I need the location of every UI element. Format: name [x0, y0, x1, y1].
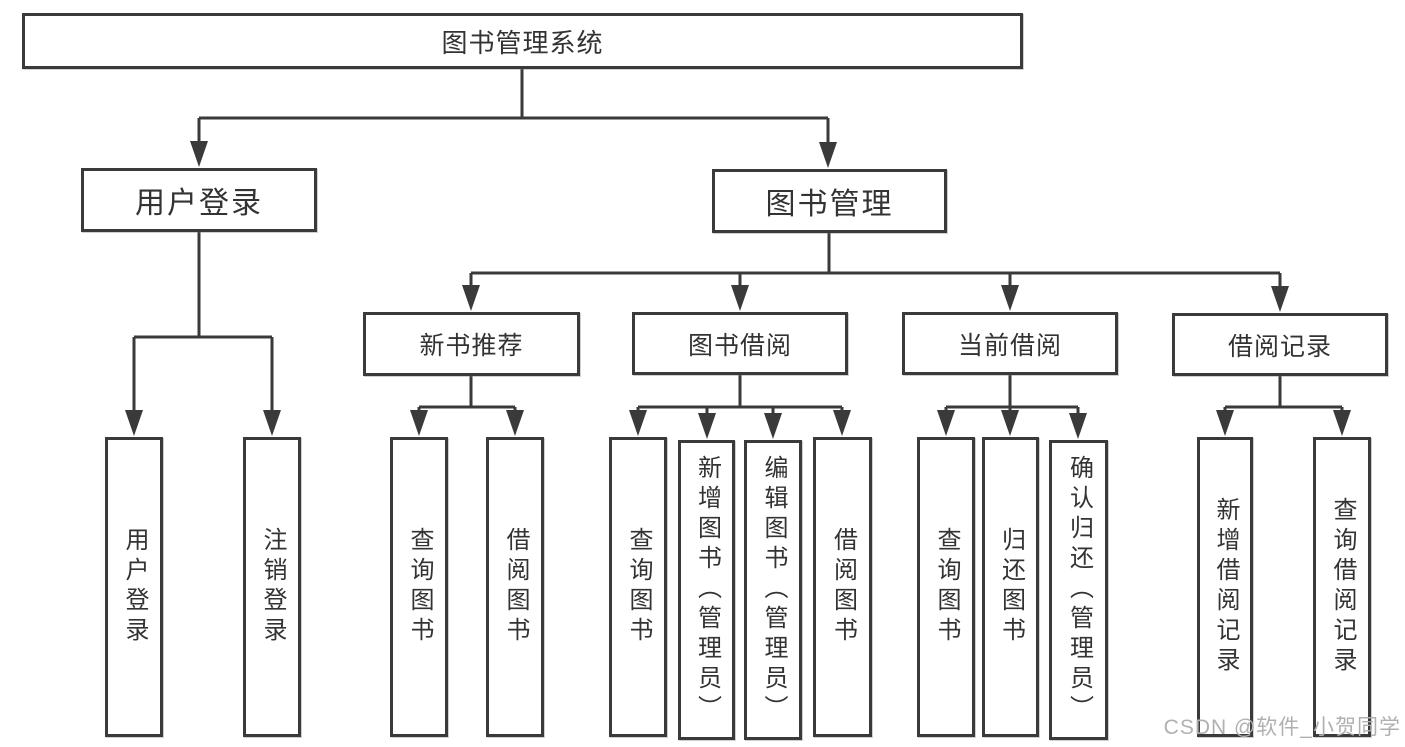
leaf-user-login: 用户登录	[105, 437, 163, 737]
arrow-icon	[731, 285, 749, 311]
connector-root	[197, 69, 830, 145]
leaf-add-borrow-record: 新增借阅记录	[1197, 437, 1253, 737]
node-user-login: 用户登录	[81, 168, 317, 232]
arrow-icon	[833, 410, 851, 436]
leaf-confirm-return-admin: 确认归还（管理员）	[1049, 440, 1108, 740]
node-book-borrowing-label: 图书借阅	[687, 331, 792, 360]
arrow-icon	[698, 413, 716, 439]
leaf-borrow-books-recommend-label: 借阅图书	[502, 527, 529, 647]
arrow-icon	[462, 285, 480, 311]
leaf-query-borrow-record: 查询借阅记录	[1313, 437, 1371, 737]
arrow-icon	[629, 410, 647, 436]
leaf-query-books-borrowing: 查询图书	[609, 437, 667, 737]
connector-book-borrowing	[636, 375, 844, 417]
leaf-add-books-admin-label: 新增图书（管理员）	[693, 455, 721, 725]
arrow-icon	[506, 410, 524, 436]
node-user-login-label: 用户登录	[135, 187, 263, 220]
leaf-query-books-recommend-label: 查询图书	[406, 527, 433, 647]
leaf-return-books-label: 归还图书	[997, 527, 1025, 647]
leaf-query-books-current-label: 查询图书	[933, 527, 960, 647]
csdn-watermark: CSDN @软件_小贺同学	[1163, 716, 1401, 739]
connector-book-management	[469, 233, 1282, 290]
leaf-user-login-label: 用户登录	[121, 527, 148, 647]
node-borrowing-records: 借阅记录	[1172, 313, 1388, 376]
arrow-icon	[937, 410, 955, 436]
node-root: 图书管理系统	[22, 13, 1023, 69]
arrow-icon	[1271, 286, 1289, 312]
leaf-edit-books-admin-label: 编辑图书（管理员）	[760, 455, 787, 725]
arrow-icon	[819, 142, 837, 168]
node-current-borrowing: 当前借阅	[902, 312, 1118, 375]
arrow-icon	[125, 410, 143, 436]
arrow-icon	[1333, 410, 1351, 436]
leaf-borrow-books-recommend: 借阅图书	[486, 437, 544, 737]
leaf-logout: 注销登录	[243, 437, 301, 737]
leaf-query-books-recommend: 查询图书	[390, 437, 448, 737]
leaf-query-books-current: 查询图书	[917, 437, 975, 737]
arrow-icon	[1001, 410, 1019, 436]
leaf-return-books: 归还图书	[982, 437, 1039, 737]
node-book-management: 图书管理	[712, 169, 947, 233]
arrow-icon	[190, 141, 208, 167]
connector-borrowing-records	[1223, 376, 1344, 414]
arrow-icon	[1216, 410, 1234, 436]
arrow-icon	[410, 410, 428, 436]
leaf-borrow-books-borrowing: 借阅图书	[813, 437, 872, 737]
node-current-borrowing-label: 当前借阅	[957, 331, 1062, 360]
connector-user-login	[132, 232, 274, 414]
connector-new-book-recommend	[417, 376, 517, 414]
arrow-icon	[764, 413, 782, 439]
leaf-borrow-books-borrowing-label: 借阅图书	[829, 527, 857, 647]
leaf-confirm-return-admin-label: 确认归还（管理员）	[1065, 455, 1093, 725]
leaf-query-books-borrowing-label: 查询图书	[625, 527, 652, 647]
leaf-add-borrow-record-label: 新增借阅记录	[1212, 497, 1239, 677]
node-root-label: 图书管理系统	[441, 27, 604, 58]
node-book-borrowing: 图书借阅	[632, 312, 848, 375]
node-new-book-recommend: 新书推荐	[363, 312, 580, 376]
arrow-icon	[1069, 413, 1087, 439]
leaf-add-books-admin: 新增图书（管理员）	[678, 440, 735, 740]
leaf-logout-label: 注销登录	[259, 527, 286, 647]
leaf-edit-books-admin: 编辑图书（管理员）	[744, 440, 802, 740]
arrow-icon	[1001, 285, 1019, 311]
leaf-query-borrow-record-label: 查询借阅记录	[1329, 497, 1356, 677]
node-book-management-label: 图书管理	[765, 188, 894, 221]
arrowheads	[125, 141, 1351, 439]
node-new-book-recommend-label: 新书推荐	[419, 332, 524, 360]
node-borrowing-records-label: 借阅记录	[1227, 332, 1332, 361]
arrow-icon	[263, 410, 281, 436]
